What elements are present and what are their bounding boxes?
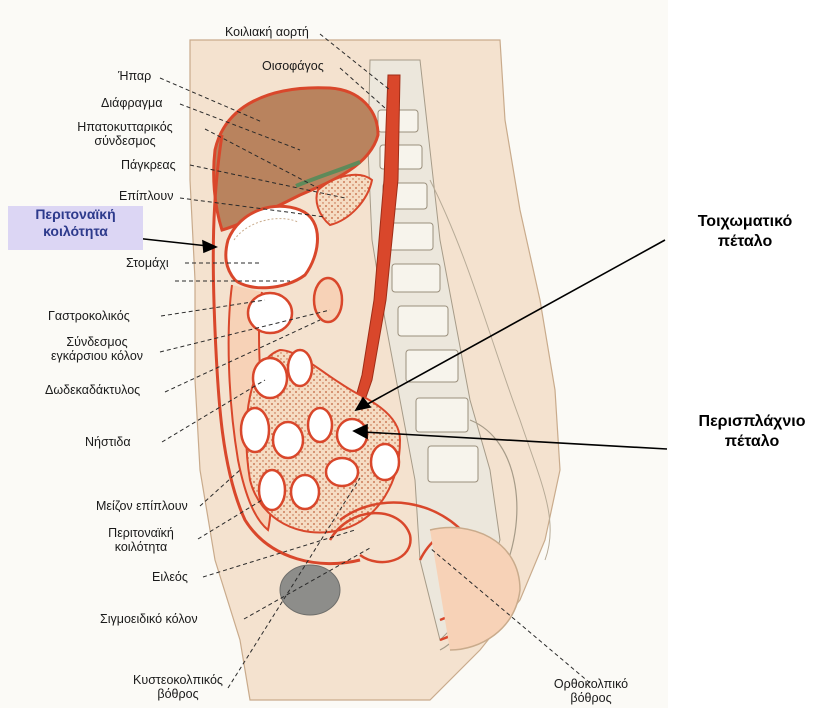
label-esophagus: Οισοφάγος [262, 59, 324, 73]
label-peritoneal-cavity-lower: Περιτοναϊκή κοιλότητα [86, 526, 196, 554]
label-sigmoid-colon: Σιγμοειδικό κόλον [100, 612, 198, 626]
label-ileum: Ειλεός [152, 570, 188, 584]
label-omentum: Επίπλουν [119, 189, 173, 203]
label-visceral-line1: Περισπλάχνιο [699, 413, 806, 430]
label-hepatogastric-ligament: Ηπατοκυτταρικός σύνδεσμος [44, 120, 206, 148]
label-diaphragm: Διάφραγμα [101, 96, 162, 110]
label-celiac-aorta: Κοιλιακή αορτή [225, 25, 309, 39]
label-stomach: Στομάχι [126, 256, 169, 270]
label-gastrocolic: Γαστροκολικός [48, 309, 130, 323]
label-transverse-mesocolon-line1: Σύνδεσμος [66, 335, 127, 349]
highlight-peritoneal-cavity: Περιτοναϊκή κοιλότητα [8, 206, 143, 250]
bladder-shape [280, 565, 340, 615]
label-peritoneal-cavity-lower-line1: Περιτοναϊκή [108, 526, 174, 540]
label-hepatogastric-line2: σύνδεσμος [94, 134, 155, 148]
label-rectocolic-line2: βόθρος [570, 691, 611, 705]
label-greater-omentum: Μείζον επίπλουν [96, 499, 188, 513]
label-rectocolic-line1: Ορθοκολπικό [554, 677, 628, 691]
label-transverse-mesocolon-line2: εγκάρσιου κόλον [51, 349, 143, 363]
label-pancreas: Πάγκρεας [121, 158, 176, 172]
label-peritoneal-cavity-line1: Περιτοναϊκή [8, 206, 143, 223]
label-vesicocolic-line1: Κυστεοκολπικός [133, 673, 223, 687]
label-parietal-line2: πέταλο [718, 233, 772, 250]
label-rectocolic-pouch: Ορθοκολπικό βόθρος [525, 677, 657, 705]
label-vesicocolic-line2: βόθρος [157, 687, 198, 701]
label-peritoneal-cavity-line2: κοιλότητα [8, 223, 143, 240]
label-jejunum: Νήστιδα [85, 435, 131, 449]
label-transverse-mesocolon: Σύνδεσμος εγκάρσιου κόλον [30, 335, 164, 363]
label-duodenum: Δωδεκαδάκτυλος [45, 383, 140, 397]
label-parietal-layer: Τοιχωματικό πέταλο [670, 212, 820, 252]
label-visceral-layer: Περισπλάχνιο πέταλο [672, 412, 832, 452]
label-parietal-line1: Τοιχωματικό [698, 213, 793, 230]
label-visceral-line2: πέταλο [725, 433, 779, 450]
label-hepatogastric-line1: Ηπατοκυτταρικός [77, 120, 172, 134]
label-vesicocolic-pouch: Κυστεοκολπικός βόθρος [112, 673, 244, 701]
label-peritoneal-cavity-lower-line2: κοιλότητα [115, 540, 168, 554]
label-liver: Ήπαρ [118, 69, 151, 83]
